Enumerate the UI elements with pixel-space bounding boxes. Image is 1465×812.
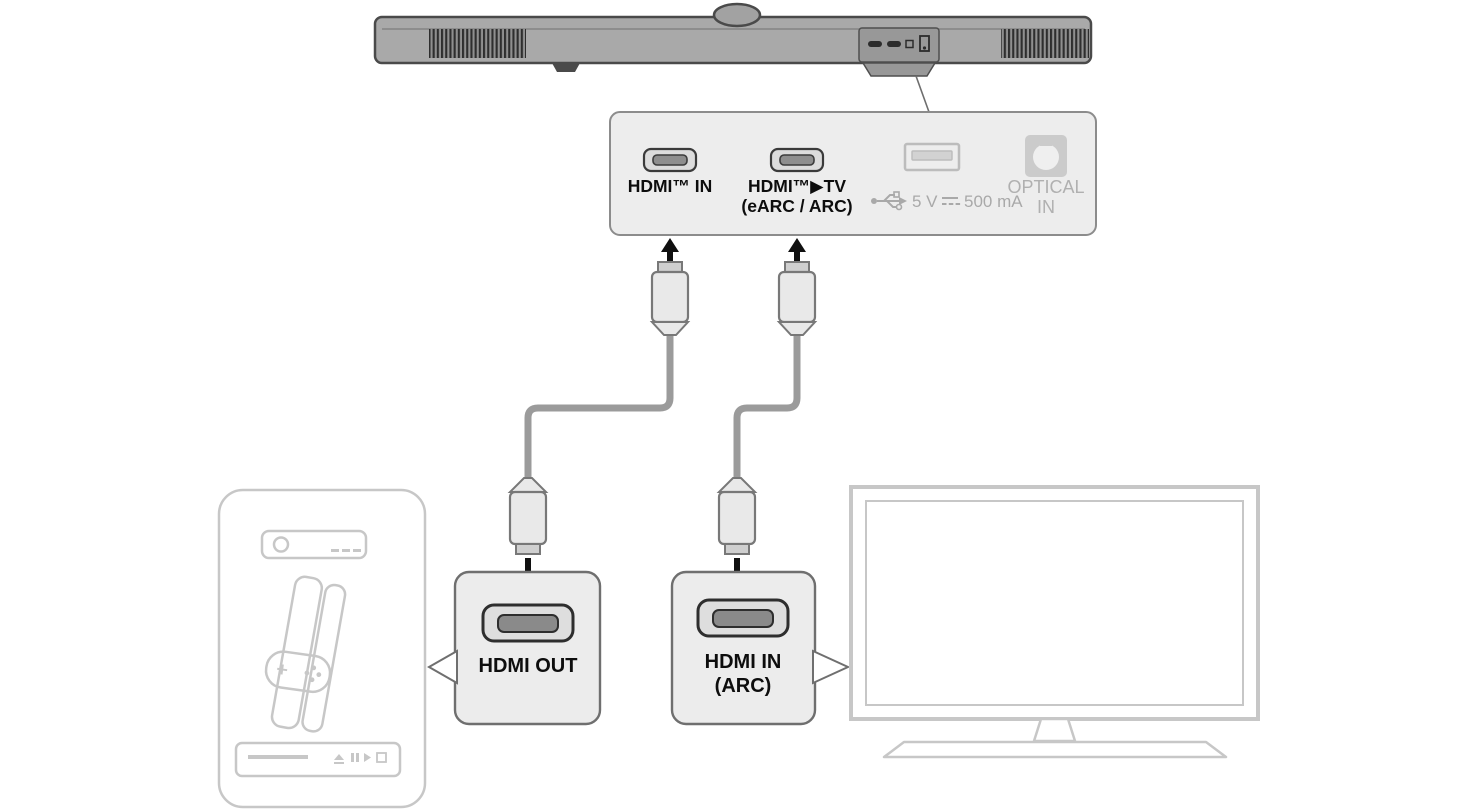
- game-console-icon: [264, 575, 347, 733]
- source-devices-box: [217, 488, 427, 809]
- arrow-up-right-icon: [788, 238, 806, 263]
- hdmi-port-inner: [652, 154, 688, 166]
- hdmi-in-arc-callout: HDMI IN (ARC): [670, 570, 851, 726]
- cable-wire: [524, 334, 674, 478]
- callout-pointer-right: [812, 649, 851, 685]
- soundbar: [373, 2, 1093, 113]
- dc-symbol-icon: [942, 197, 961, 205]
- hdmi-tv-port-label: HDMI™▶TV: [748, 176, 846, 196]
- source-devices: [217, 488, 427, 809]
- tv: [849, 485, 1260, 759]
- callout-line: [915, 75, 930, 113]
- speaker-grille-left: [429, 29, 526, 58]
- arrow-up-left-icon: [661, 238, 679, 263]
- hdmi-cable-left: [507, 261, 691, 598]
- hdmi-out-callout: HDMI OUT: [426, 570, 602, 726]
- hdmi-cable-right: [716, 261, 818, 598]
- hdmi-in-label: HDMI IN: [705, 651, 782, 673]
- hdmi-plug-bottom: [507, 477, 549, 555]
- connection-recess: [858, 27, 940, 77]
- mini-optical-dot: [922, 46, 927, 50]
- optical-port-label: OPTICAL: [1007, 177, 1084, 197]
- hdmi-in-port-label: HDMI™ IN: [628, 176, 713, 196]
- optical-port-hole: [1033, 144, 1059, 170]
- callout-box: [670, 570, 817, 726]
- hdmi-tv-port: HDMI™▶TV (eARC / ARC): [741, 147, 853, 216]
- usb-port-tongue: [911, 150, 953, 161]
- mini-optical-port-icon: [919, 35, 930, 52]
- usb-port: 5 V 500 mA: [871, 142, 1023, 211]
- speaker-grille-right: [1001, 29, 1089, 58]
- hdmi-in-port: HDMI™ IN: [628, 147, 713, 196]
- callout-box: [453, 570, 602, 726]
- tv-stand-base: [882, 740, 1228, 759]
- optical-port-tab: [1040, 137, 1052, 146]
- hdmi-port-inner: [779, 154, 815, 166]
- hdmi-plug-top: [649, 261, 691, 336]
- soundbar-knob: [712, 2, 762, 28]
- hdmi-in-sublabel: (ARC): [715, 675, 772, 697]
- usb-voltage-label: 5 V: [912, 192, 938, 211]
- tv-stand-neck: [1032, 717, 1077, 743]
- optical-port-sublabel: IN: [1037, 197, 1055, 217]
- usb-current-label: 500 mA: [964, 192, 1023, 211]
- hdmi-out-label: HDMI OUT: [479, 655, 578, 677]
- optical-port: OPTICAL IN: [1007, 135, 1085, 217]
- soundbar-foot: [552, 63, 580, 72]
- hdmi-port-inner: [712, 609, 774, 628]
- gamepad-icon: [264, 650, 332, 694]
- callout-pointer-left: [426, 649, 458, 685]
- hdmi-port-inner: [497, 614, 559, 633]
- mini-hdmi-port-icon: [887, 41, 901, 47]
- mini-usb-port-icon: [905, 39, 914, 49]
- ports-panel: HDMI™ IN HDMI™▶TV (eARC / ARC) 5 V: [609, 111, 1097, 236]
- ports-panel-box: [609, 111, 1097, 236]
- usb-trident-icon: [871, 191, 907, 211]
- hdmi-tv-port-sublabel: (eARC / ARC): [741, 196, 852, 216]
- tv-screen: [865, 500, 1244, 706]
- set-top-box-icon: [260, 529, 368, 560]
- hdmi-plug-top: [776, 261, 818, 336]
- hdmi-plug-bottom: [716, 477, 758, 555]
- cable-wire: [733, 334, 801, 478]
- recess-extension: [861, 62, 937, 77]
- mini-hdmi-port-icon: [868, 41, 882, 47]
- disc-player-icon: [234, 741, 402, 778]
